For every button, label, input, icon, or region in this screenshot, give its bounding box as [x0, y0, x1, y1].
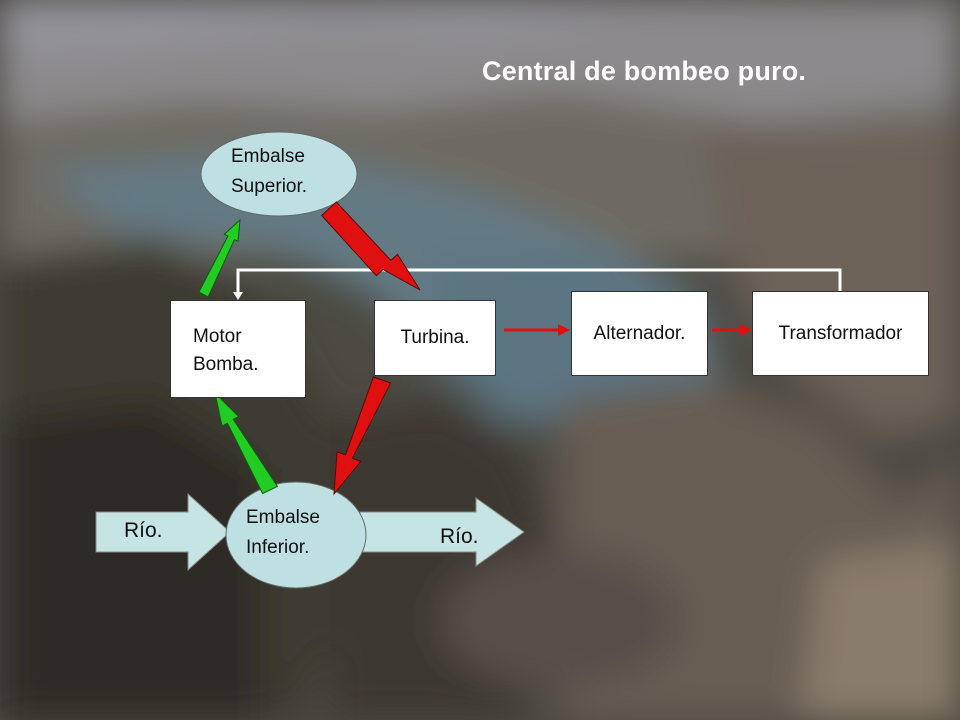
red-arrowhead-alternador: [558, 324, 570, 336]
green-arrow-motor-to-superior: [198, 218, 241, 298]
upper-reservoir-label-line1: Embalse: [231, 146, 305, 167]
transformer-label: Transformador: [778, 322, 903, 344]
alternator-box: Alternador.: [571, 291, 708, 376]
green-arrow-inferior-to-motor: [214, 391, 279, 495]
red-arrow-superior-to-turbina: [320, 201, 421, 291]
river-in-arrow: [95, 492, 231, 572]
upper-reservoir-node: [200, 131, 358, 217]
lower-reservoir-node: [225, 481, 367, 589]
power-connector-line: [236, 268, 842, 294]
page-title: Central de bombeo puro.: [482, 56, 807, 86]
river-out-label: Río.: [440, 525, 479, 548]
river-in-label: Río.: [124, 519, 163, 542]
lower-reservoir-label: Embalse Inferior.: [246, 503, 320, 563]
river-out-arrow: [359, 497, 525, 567]
alternator-label: Alternador.: [593, 322, 686, 344]
red-arrow-turbina-to-inferior: [333, 376, 392, 496]
motor-pump-label-line1: Motor: [193, 326, 242, 347]
upper-reservoir-label-line2: Superior.: [231, 176, 308, 197]
lower-reservoir-label-line2: Inferior.: [246, 537, 310, 558]
turbine-box: Turbina.: [374, 300, 496, 376]
red-arrowhead-transformador: [740, 324, 752, 336]
lower-reservoir-label-line1: Embalse: [246, 507, 320, 528]
motor-pump-box: Motor Bomba.: [170, 300, 306, 398]
power-connector-arrowhead: [233, 292, 243, 300]
transformer-box: Transformador: [752, 291, 929, 376]
turbine-label: Turbina.: [400, 327, 470, 348]
upper-reservoir-label: Embalse Superior.: [231, 142, 307, 202]
motor-pump-label-line2: Bomba.: [193, 354, 259, 375]
